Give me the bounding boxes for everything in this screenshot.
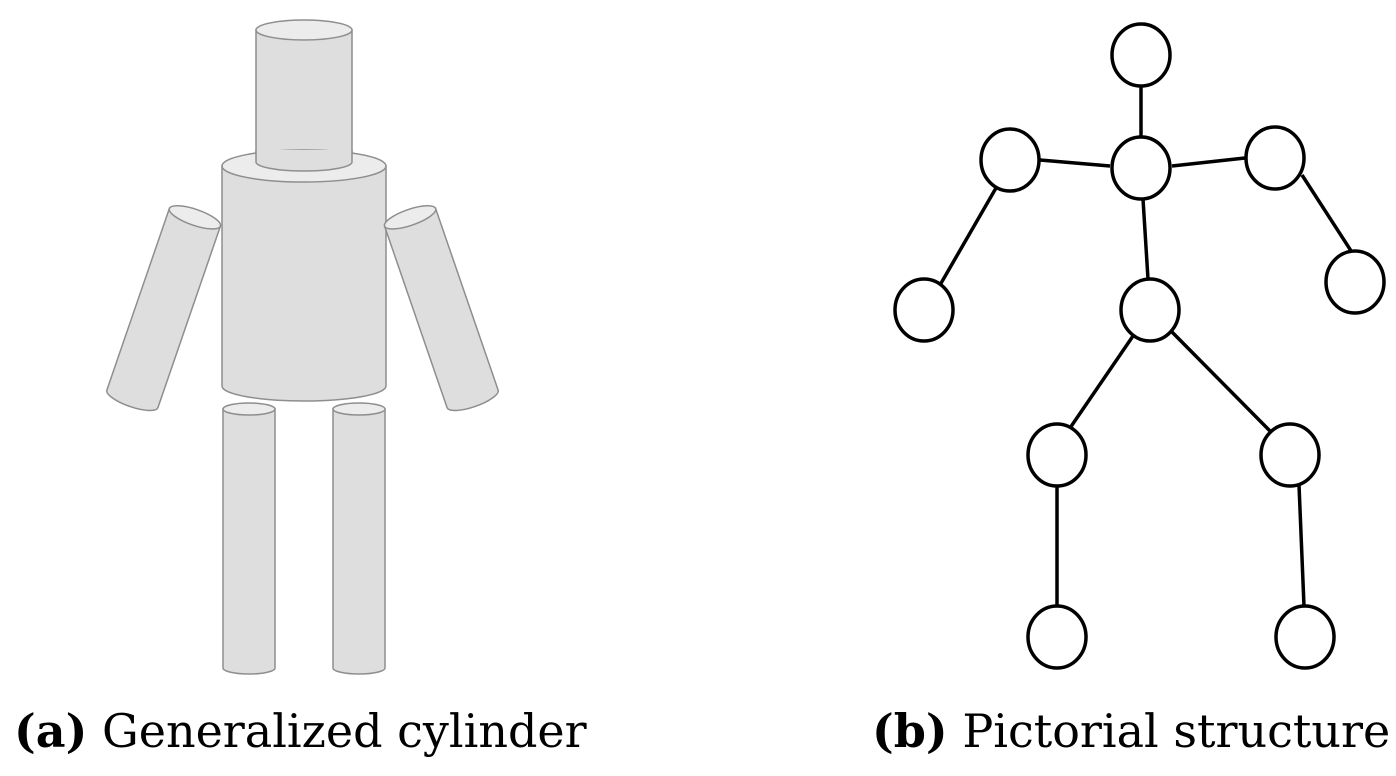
node-right-hand [1324, 249, 1386, 315]
edge-right-shoulder-right-hand [1300, 174, 1357, 258]
node-head [1110, 22, 1172, 88]
edge-neck-pelvis [1141, 198, 1150, 280]
node-neck [1110, 135, 1172, 201]
caption-a-text: Generalized cylinder [101, 704, 587, 758]
cylinder-right-arm [383, 204, 499, 412]
caption-panel-a: (a) Generalized cylinder [14, 708, 587, 754]
node-left-hand [893, 277, 955, 343]
cylinder-head [255, 19, 353, 172]
edge-pelvis-left-knee [1068, 335, 1135, 429]
node-right-knee [1259, 422, 1321, 488]
caption-b-text: Pictorial structure [962, 704, 1391, 758]
node-left-foot [1026, 604, 1088, 670]
node-left-shoulder [979, 127, 1041, 193]
caption-b-tag: (b) [872, 704, 948, 758]
panel-a-generalized-cylinder [106, 19, 499, 675]
cylinder-right-leg [332, 402, 386, 675]
cylinder-left-arm [106, 204, 222, 412]
caption-a-tag: (a) [14, 704, 88, 758]
node-left-knee [1026, 422, 1088, 488]
edge-neck-left-shoulder [1039, 158, 1111, 168]
node-right-foot [1274, 604, 1336, 670]
edge-pelvis-right-knee [1170, 330, 1273, 434]
cylinder-torso [221, 149, 387, 402]
edge-neck-right-shoulder [1171, 156, 1246, 168]
panel-b-pictorial-structure [893, 22, 1386, 670]
node-pelvis [1119, 277, 1181, 343]
edge-left-shoulder-left-hand [938, 187, 998, 286]
graph-edges [938, 86, 1357, 607]
graph-nodes [893, 22, 1386, 670]
cylinder-left-leg [222, 402, 276, 675]
caption-panel-b: (b) Pictorial structure [872, 708, 1390, 754]
node-right-shoulder [1244, 125, 1306, 191]
edge-right-knee-right-foot [1297, 484, 1306, 607]
